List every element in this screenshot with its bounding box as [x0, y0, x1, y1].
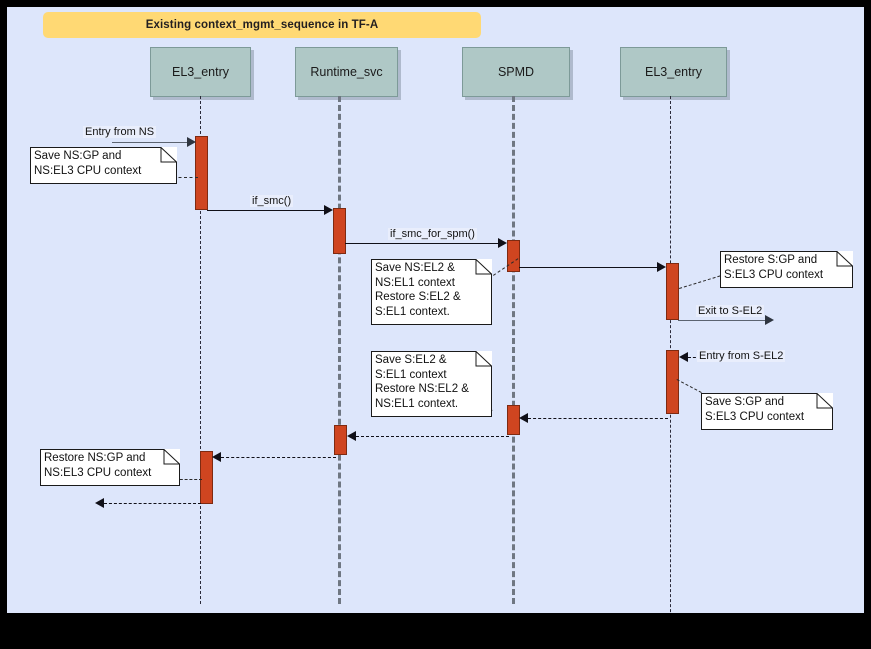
note-restore-s-gp: Restore S:GP and S:EL3 CPU context — [720, 251, 853, 288]
message-line-exit-to-sel2 — [678, 320, 768, 321]
note-text: Save NS:GP and NS:EL3 CPU context — [34, 150, 142, 177]
activation-el3-entry-s-1 — [666, 263, 679, 320]
arrow-head-icon — [498, 238, 507, 248]
arrow-head-icon — [324, 205, 333, 215]
note-save-s-el2: Save S:EL2 & S:EL1 context Restore NS:EL… — [371, 351, 492, 417]
note-shape-icon — [371, 351, 492, 417]
activation-runtime-svc-2 — [334, 425, 347, 455]
message-label-exit-to-sel2: Exit to S-EL2 — [696, 305, 765, 317]
activation-el3-entry-s-2 — [666, 350, 679, 414]
arrow-head-icon — [679, 352, 688, 362]
message-line-spmd-to-runtime-return — [356, 436, 509, 437]
lifeline-head-spmd[interactable]: SPMD — [462, 47, 570, 97]
message-line-runtime-to-el3-return — [221, 457, 336, 458]
note-shape-icon — [371, 259, 492, 325]
arrow-head-icon — [657, 262, 666, 272]
arrow-head-icon — [519, 413, 528, 423]
note-save-s-gp: Save S:GP and S:EL3 CPU context — [701, 393, 833, 430]
note-save-ns-gp: Save NS:GP and NS:EL3 CPU context — [30, 147, 177, 184]
arrow-head-icon — [212, 452, 221, 462]
message-label-entry-from-ns: Entry from NS — [83, 126, 157, 138]
note-shape-icon — [30, 147, 177, 184]
note-connector-line — [175, 479, 202, 480]
message-line-entry-from-ns — [112, 142, 190, 143]
lifeline-head-label: EL3_entry — [645, 65, 702, 79]
message-line-spmd-to-el3 — [519, 267, 659, 268]
note-shape-icon — [40, 449, 180, 486]
arrow-head-icon — [95, 498, 104, 508]
activation-el3-entry-ns-2 — [200, 451, 213, 504]
arrow-head-icon — [765, 315, 774, 325]
note-restore-ns-gp: Restore NS:GP and NS:EL3 CPU context — [40, 449, 180, 486]
sequence-diagram-canvas: Existing context_mgmt_sequence in TF-A E… — [7, 7, 864, 613]
activation-spmd-1 — [507, 240, 520, 272]
note-connector-line — [173, 177, 198, 178]
lifeline-head-el3-entry-ns[interactable]: EL3_entry — [150, 47, 251, 97]
note-shape-icon — [701, 393, 833, 430]
lifeline-spmd — [512, 96, 515, 604]
note-text: Save NS:EL2 & NS:EL1 context Restore S:E… — [375, 262, 461, 318]
activation-el3-entry-ns-1 — [195, 136, 208, 210]
lifeline-head-label: SPMD — [497, 65, 535, 79]
note-text: Save S:EL2 & S:EL1 context Restore NS:EL… — [375, 354, 469, 410]
message-label-if-smc-for-spm: if_smc_for_spm() — [388, 228, 477, 240]
note-save-ns-el2: Save NS:EL2 & NS:EL1 context Restore S:E… — [371, 259, 492, 325]
message-line-el3-exit-return — [104, 503, 201, 504]
message-line-el3-to-spmd-return — [528, 418, 668, 419]
note-shape-icon — [720, 251, 853, 288]
arrow-head-icon — [187, 137, 196, 147]
note-text: Restore S:GP and S:EL3 CPU context — [724, 254, 824, 281]
message-label-entry-from-sel2: Entry from S-EL2 — [697, 350, 786, 362]
lifeline-head-runtime-svc[interactable]: Runtime_svc — [295, 47, 398, 97]
lifeline-head-el3-entry-s[interactable]: EL3_entry — [620, 47, 727, 97]
note-text: Save S:GP and S:EL3 CPU context — [705, 396, 805, 423]
lifeline-el3-entry-ns — [200, 96, 201, 604]
lifeline-head-label: Runtime_svc — [310, 65, 383, 79]
lifeline-head-label: EL3_entry — [172, 65, 229, 79]
arrow-head-icon — [347, 431, 356, 441]
message-line-if-smc — [207, 210, 327, 211]
message-line-if-smc-for-spm — [345, 243, 500, 244]
lifeline-runtime-svc — [338, 96, 341, 604]
message-label-if-smc: if_smc() — [250, 195, 294, 207]
diagram-title-banner: Existing context_mgmt_sequence in TF-A — [43, 12, 481, 38]
note-text: Restore NS:GP and NS:EL3 CPU context — [44, 452, 152, 479]
activation-runtime-svc-1 — [333, 208, 346, 254]
page-title: Existing context_mgmt_sequence in TF-A — [145, 19, 379, 31]
note-connector-line — [679, 275, 721, 289]
